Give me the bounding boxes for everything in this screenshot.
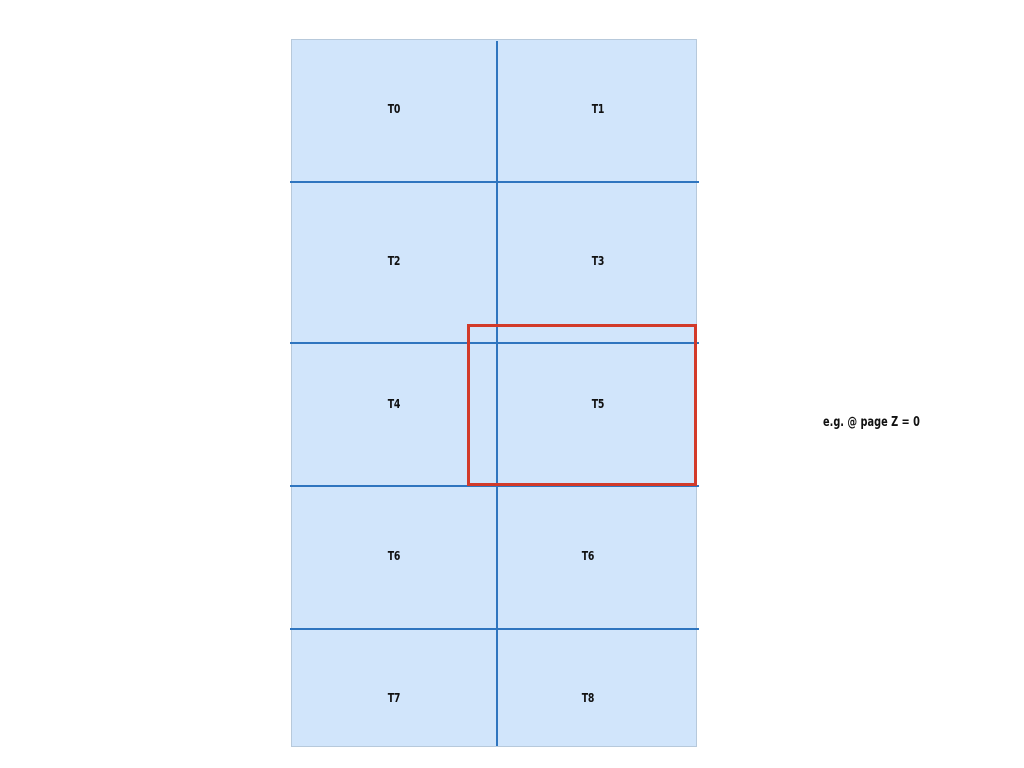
annotation-text: e.g. @ page Z = 0 bbox=[823, 415, 920, 430]
grid-line-h2 bbox=[290, 342, 699, 344]
tile-label-t6-right: T6 bbox=[581, 549, 595, 563]
tile-label-t0: T0 bbox=[387, 102, 401, 116]
tile-label-t1: T1 bbox=[591, 102, 605, 116]
grid-line-h3 bbox=[290, 485, 699, 487]
tile-label-t8: T8 bbox=[581, 691, 595, 705]
tile-label-t4: T4 bbox=[387, 397, 401, 411]
tile-label-t7: T7 bbox=[387, 691, 401, 705]
tile-label-t3: T3 bbox=[591, 254, 605, 268]
tile-label-t6-left: T6 bbox=[387, 549, 401, 563]
grid-line-h4 bbox=[290, 628, 699, 630]
tile-label-t5: T5 bbox=[591, 397, 605, 411]
grid-line-h1 bbox=[290, 181, 699, 183]
highlight-region bbox=[467, 324, 697, 486]
tile-label-t2: T2 bbox=[387, 254, 401, 268]
grid-line-v bbox=[496, 41, 498, 746]
